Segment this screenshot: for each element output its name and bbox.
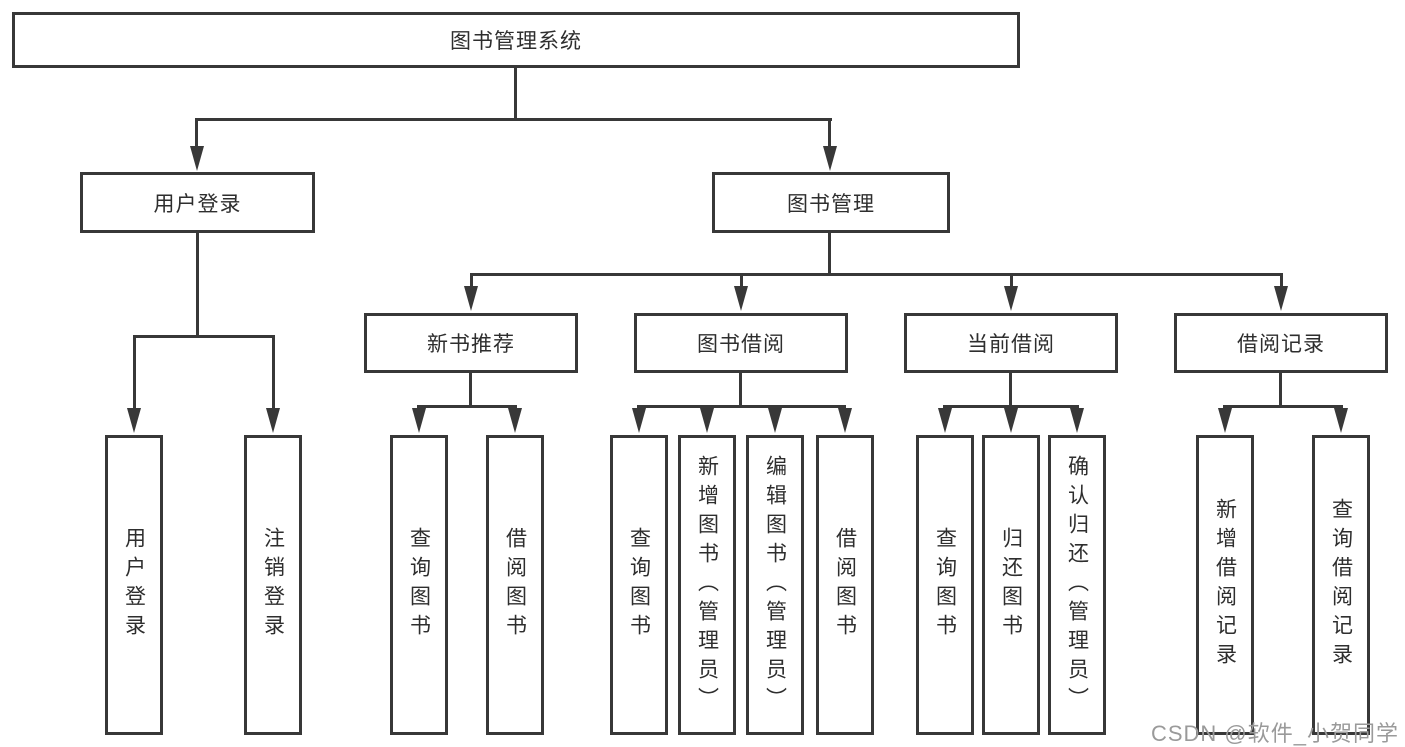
connector-line bbox=[469, 373, 472, 405]
node-label: 借阅图书 bbox=[503, 527, 527, 643]
leaf-add-book-admin: 新增图书（管理员） bbox=[678, 435, 736, 735]
node-label: 查询图书 bbox=[627, 527, 651, 643]
connector-line bbox=[133, 335, 136, 410]
connector-line bbox=[272, 335, 275, 410]
node-current-borrowing: 当前借阅 bbox=[904, 313, 1118, 373]
arrow-down-icon bbox=[464, 286, 478, 311]
node-label: 图书借阅 bbox=[697, 333, 785, 356]
connector-line bbox=[1280, 273, 1283, 289]
node-borrowing-records: 借阅记录 bbox=[1174, 313, 1388, 373]
connector-line bbox=[1279, 373, 1282, 405]
arrow-down-icon bbox=[1070, 408, 1084, 433]
connector-line bbox=[417, 405, 517, 408]
arrow-down-icon bbox=[1004, 286, 1018, 311]
leaf-borrow-books-borrowing: 借阅图书 bbox=[816, 435, 874, 735]
node-label: 查询图书 bbox=[407, 527, 431, 643]
connector-line bbox=[470, 273, 473, 289]
connector-line bbox=[195, 118, 198, 148]
leaf-query-books-recommend: 查询图书 bbox=[390, 435, 448, 735]
node-user-login: 用户登录 bbox=[80, 172, 315, 233]
node-label: 当前借阅 bbox=[967, 333, 1055, 356]
node-label: 查询图书 bbox=[933, 527, 957, 643]
arrow-down-icon bbox=[1004, 408, 1018, 433]
node-label: 借阅记录 bbox=[1237, 333, 1325, 356]
node-label: 确认归还（管理员） bbox=[1065, 454, 1089, 716]
node-label: 图书管理系统 bbox=[450, 30, 582, 53]
arrow-down-icon bbox=[938, 408, 952, 433]
node-label: 新增借阅记录 bbox=[1213, 498, 1237, 672]
node-book-borrowing: 图书借阅 bbox=[634, 313, 848, 373]
connector-line bbox=[828, 233, 831, 273]
arrow-down-icon bbox=[412, 408, 426, 433]
leaf-edit-book-admin: 编辑图书（管理员） bbox=[746, 435, 804, 735]
arrow-down-icon bbox=[823, 146, 837, 171]
arrow-down-icon bbox=[632, 408, 646, 433]
connector-line bbox=[1009, 373, 1012, 405]
node-label: 借阅图书 bbox=[833, 527, 857, 643]
leaf-add-borrow-record: 新增借阅记录 bbox=[1196, 435, 1254, 735]
arrow-down-icon bbox=[734, 286, 748, 311]
node-label: 编辑图书（管理员） bbox=[763, 454, 787, 716]
node-label: 新增图书（管理员） bbox=[695, 454, 719, 716]
connector-line bbox=[1223, 405, 1343, 408]
arrow-down-icon bbox=[266, 408, 280, 433]
arrow-down-icon bbox=[838, 408, 852, 433]
arrow-down-icon bbox=[1218, 408, 1232, 433]
node-library-system: 图书管理系统 bbox=[12, 12, 1020, 68]
connector-line bbox=[195, 118, 832, 121]
leaf-query-borrow-record: 查询借阅记录 bbox=[1312, 435, 1370, 735]
leaf-confirm-return-admin: 确认归还（管理员） bbox=[1048, 435, 1106, 735]
node-label: 注销登录 bbox=[261, 527, 285, 643]
leaf-logout: 注销登录 bbox=[244, 435, 302, 735]
connector-line bbox=[133, 335, 275, 338]
arrow-down-icon bbox=[700, 408, 714, 433]
node-book-management: 图书管理 bbox=[712, 172, 950, 233]
arrow-down-icon bbox=[1334, 408, 1348, 433]
node-new-book-recommendation: 新书推荐 bbox=[364, 313, 578, 373]
node-label: 用户登录 bbox=[153, 192, 242, 216]
arrow-down-icon bbox=[127, 408, 141, 433]
arrow-down-icon bbox=[768, 408, 782, 433]
arrow-down-icon bbox=[508, 408, 522, 433]
node-label: 用户登录 bbox=[122, 527, 146, 643]
node-label: 新书推荐 bbox=[427, 333, 515, 356]
leaf-query-books-borrowing: 查询图书 bbox=[610, 435, 668, 735]
node-label: 图书管理 bbox=[787, 192, 875, 216]
connector-line bbox=[514, 68, 517, 118]
connector-line bbox=[470, 273, 1283, 276]
connector-line bbox=[739, 373, 742, 405]
leaf-return-books: 归还图书 bbox=[982, 435, 1040, 735]
leaf-query-books-current: 查询图书 bbox=[916, 435, 974, 735]
leaf-borrow-books-recommend: 借阅图书 bbox=[486, 435, 544, 735]
connector-line bbox=[1010, 273, 1013, 289]
connector-line bbox=[196, 233, 199, 335]
connector-line bbox=[740, 273, 743, 289]
watermark: CSDN @软件_小贺同学 bbox=[1150, 721, 1399, 746]
connector-line bbox=[828, 118, 831, 148]
leaf-user-login: 用户登录 bbox=[105, 435, 163, 735]
node-label: 归还图书 bbox=[999, 527, 1023, 643]
node-label: 查询借阅记录 bbox=[1329, 498, 1353, 672]
arrow-down-icon bbox=[190, 146, 204, 171]
connector-line bbox=[637, 405, 846, 408]
arrow-down-icon bbox=[1274, 286, 1288, 311]
